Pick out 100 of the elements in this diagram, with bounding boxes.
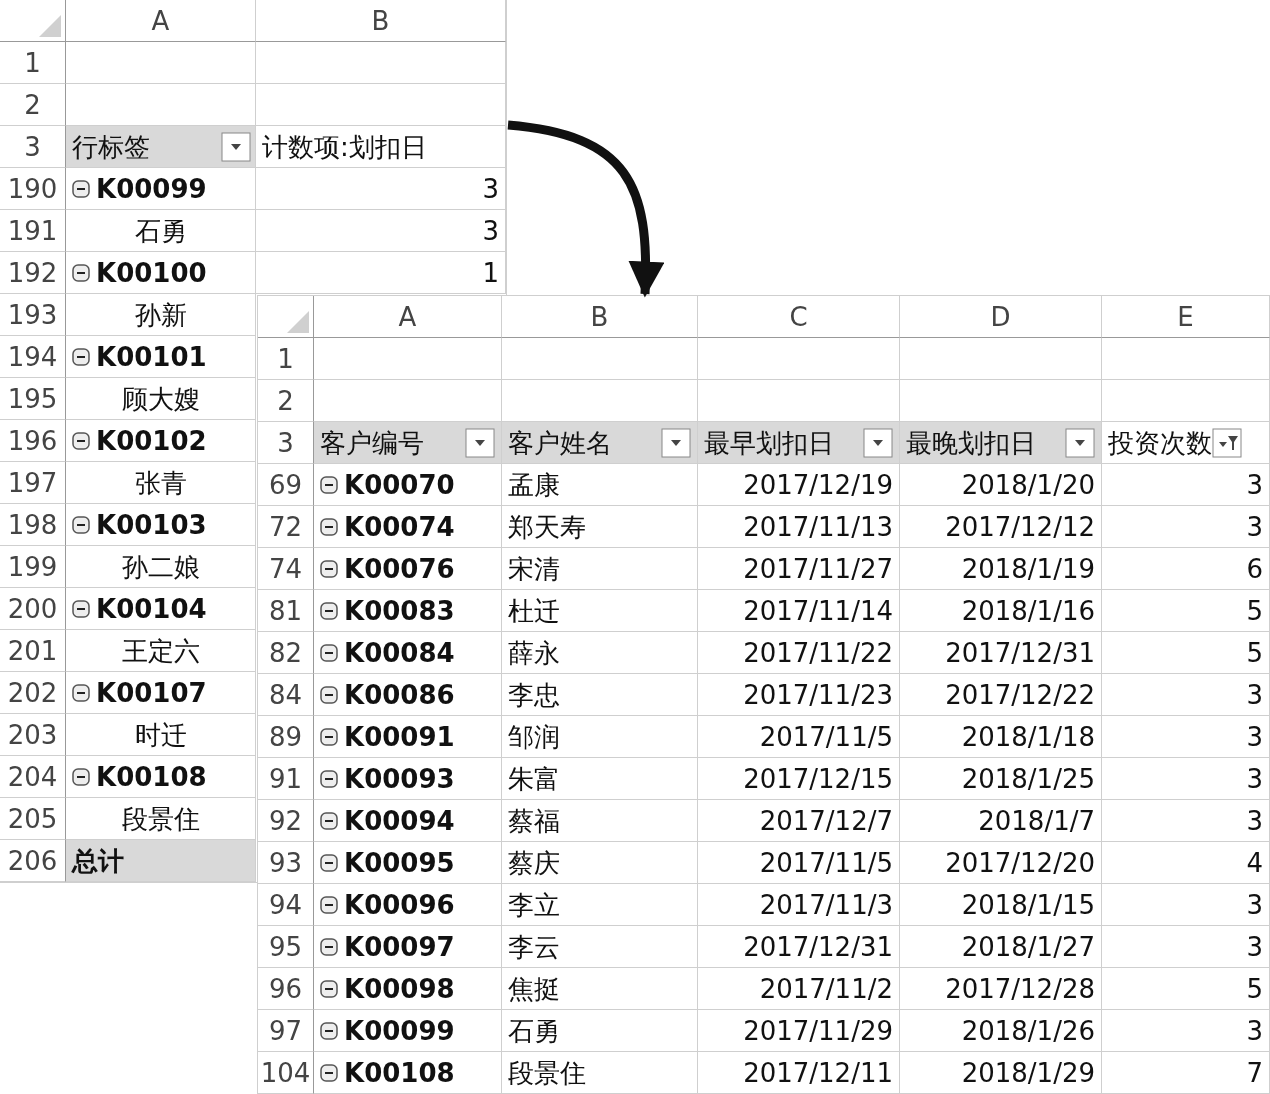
table-cell: 石勇 [502,1010,698,1052]
table-cell: 2017/11/29 [698,1010,900,1052]
table-cell: 2017/12/31 [900,632,1102,674]
row-number: 84 [258,674,314,716]
row-number: 201 [0,630,66,672]
table-cell: 薛永 [502,632,698,674]
table-cell: 2017/11/3 [698,884,900,926]
row-number: 93 [258,842,314,884]
row-label: K00076 [344,552,455,586]
row-label: K00093 [344,762,455,796]
row-label: K00096 [344,888,455,922]
table-cell: 2018/1/15 [900,884,1102,926]
header-text: 最早划扣日 [704,426,834,460]
row-number: 192 [0,252,66,294]
table-cell: 1 [256,252,506,294]
table-cell: 2017/12/28 [900,968,1102,1010]
table-cell: 4 [1102,842,1270,884]
table-cell: 杜迁 [502,590,698,632]
table-cell: 2017/12/22 [900,674,1102,716]
row-number: 197 [0,462,66,504]
table-cell: 李云 [502,926,698,968]
row-number: 2 [258,380,314,422]
table-cell: 郑天寿 [502,506,698,548]
table-cell: 3 [1102,926,1270,968]
row-label: K00097 [344,930,455,964]
row-label: K00101 [96,340,207,374]
row-number: 200 [0,588,66,630]
table-cell: 2017/12/31 [698,926,900,968]
row-number: 69 [258,464,314,506]
table-cell: 3 [1102,716,1270,758]
table-cell: 5 [1102,632,1270,674]
row-number: 95 [258,926,314,968]
row-number: 203 [0,714,66,756]
row-label: K00074 [344,510,455,544]
table-cell: 2017/12/12 [900,506,1102,548]
table-cell: 2017/11/23 [698,674,900,716]
row-number: 92 [258,800,314,842]
row-label: K00108 [344,1056,455,1090]
row-label: K00104 [96,592,207,626]
row-label: K00094 [344,804,455,838]
row-number: 96 [258,968,314,1010]
table-cell: 3 [1102,674,1270,716]
column-letter: E [1102,296,1270,338]
table-cell: 3 [1102,1010,1270,1052]
table-cell: 李忠 [502,674,698,716]
header-text: 客户编号 [320,426,424,460]
row-number: 193 [0,294,66,336]
table-cell: 5 [1102,590,1270,632]
row-label: K00083 [344,594,455,628]
row-number: 199 [0,546,66,588]
table-cell: 王定六 [66,630,256,672]
table-cell: 时迁 [66,714,256,756]
table-cell: 3 [256,168,506,210]
row-number: 91 [258,758,314,800]
table-cell: 朱富 [502,758,698,800]
table-cell: 3 [1102,800,1270,842]
row-number: 1 [0,42,66,84]
table-cell: 2017/12/19 [698,464,900,506]
table-cell: 2017/11/2 [698,968,900,1010]
row-number: 74 [258,548,314,590]
table-cell: 宋清 [502,548,698,590]
row-label: K00103 [96,508,207,542]
header-text: 客户姓名 [508,426,612,460]
row-number: 194 [0,336,66,378]
row-label: K00100 [96,256,207,290]
table-cell: 蔡福 [502,800,698,842]
row-label: K00098 [344,972,455,1006]
header-text: 行标签 [72,130,150,164]
table-cell: 石勇 [66,210,256,252]
table-cell: 蔡庆 [502,842,698,884]
table-cell: 2017/11/14 [698,590,900,632]
column-letter: C [698,296,900,338]
header-text: 投资次数 [1108,426,1212,460]
row-label: K00108 [96,760,207,794]
row-number: 205 [0,798,66,840]
table-cell: 孙新 [66,294,256,336]
table-cell: 2017/11/22 [698,632,900,674]
row-number: 1 [258,338,314,380]
row-label: K00107 [96,676,207,710]
table-cell: 3 [1102,464,1270,506]
table-cell: 2018/1/16 [900,590,1102,632]
table-cell: 顾大嫂 [66,378,256,420]
table-cell: 焦挺 [502,968,698,1010]
table-cell: 2017/11/13 [698,506,900,548]
table-cell: 2018/1/19 [900,548,1102,590]
table-cell: 孙二娘 [66,546,256,588]
row-number: 204 [0,756,66,798]
table-cell: 7 [1102,1052,1270,1094]
table-cell: 3 [256,210,506,252]
table-cell: 孟康 [502,464,698,506]
header-text: 最晚划扣日 [906,426,1036,460]
row-label: K00084 [344,636,455,670]
row-number: 198 [0,504,66,546]
row-label: K00099 [96,172,207,206]
table-cell: 2018/1/20 [900,464,1102,506]
row-number: 202 [0,672,66,714]
table-cell: 2018/1/29 [900,1052,1102,1094]
table-cell: 2018/1/7 [900,800,1102,842]
row-number: 82 [258,632,314,674]
row-label: K00099 [344,1014,455,1048]
